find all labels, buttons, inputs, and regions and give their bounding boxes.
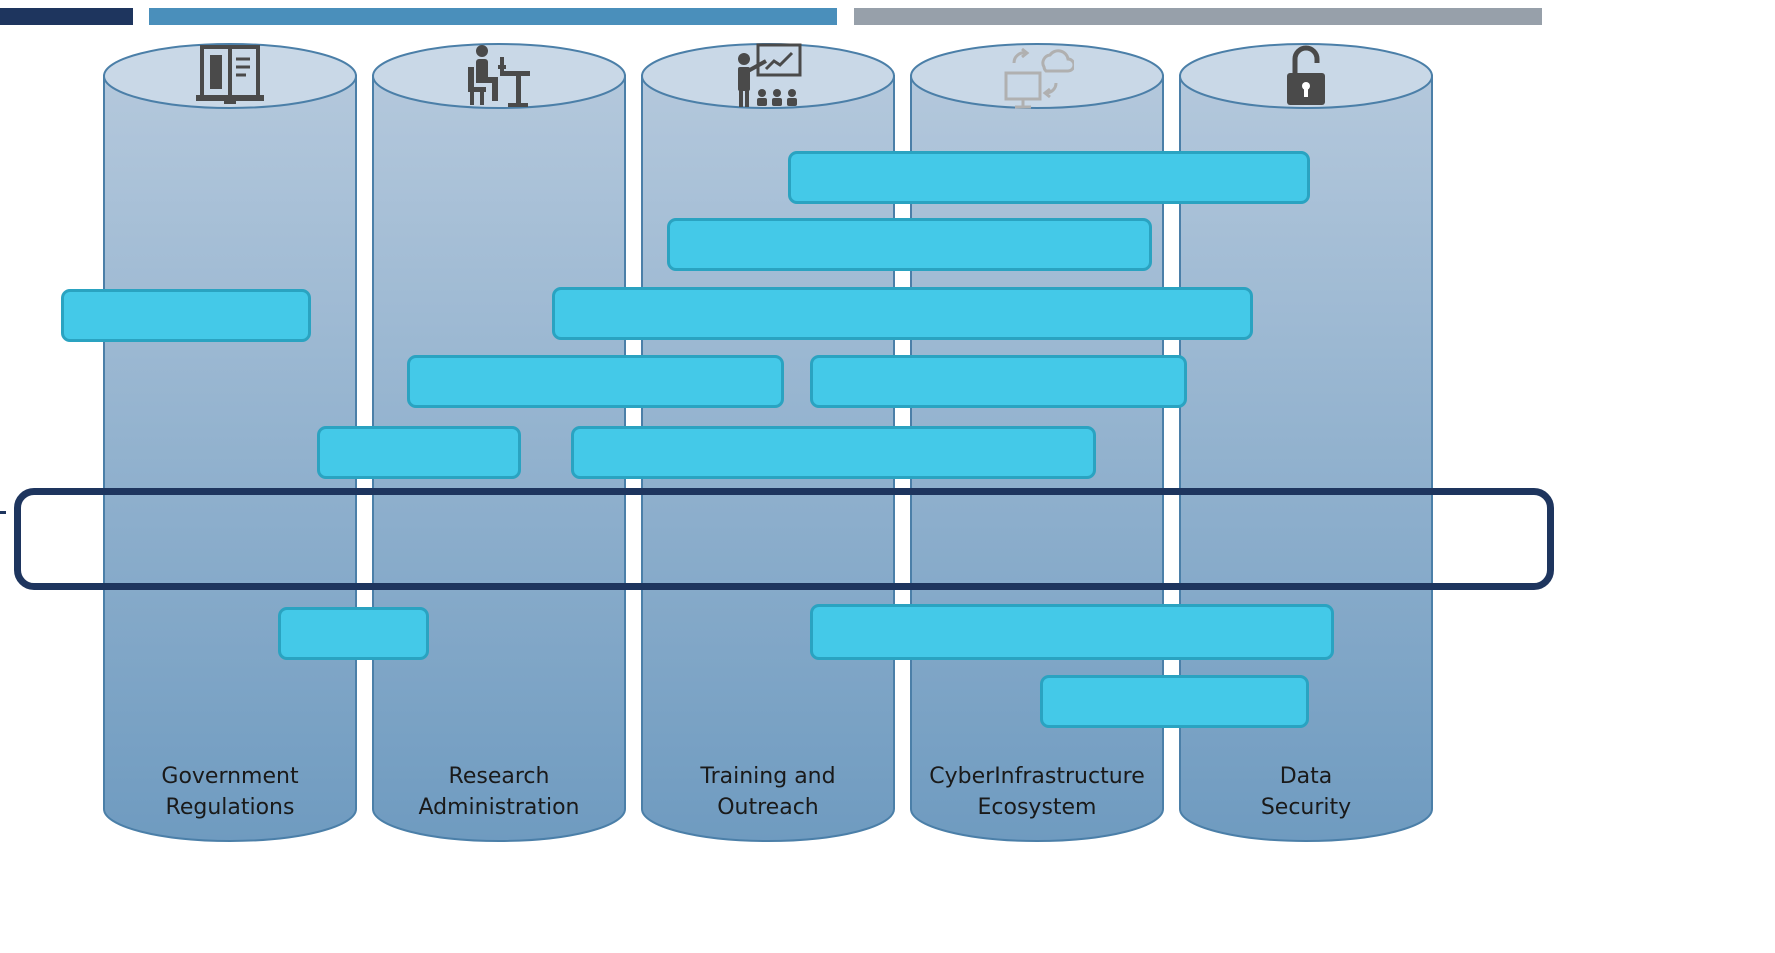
cylinder-top [910,43,1164,109]
task-bar [278,607,429,660]
task-bar [788,151,1310,204]
task-bar [1040,675,1309,728]
top-bar-blue [149,8,837,25]
desk-worker-icon [464,43,534,114]
pillar-label: Research Administration [418,764,580,820]
padlock-icon [1281,43,1331,114]
presenter-icon [732,43,804,114]
task-bar [552,287,1253,340]
task-bar [571,426,1096,479]
task-bar [810,604,1334,660]
highlight-frame [14,488,1554,590]
task-bar [810,355,1187,408]
top-bar-dark [0,8,133,25]
cylinder-top [372,43,626,109]
edge-marker [0,511,6,514]
task-bar [61,289,311,342]
task-bar [407,355,784,408]
cloud-computer-icon [1000,43,1076,116]
pillar-label: Data Security [1260,764,1352,820]
book-icon [192,43,268,112]
pillar-label: Training and Outreach [700,764,836,820]
top-bar-gray [854,8,1542,25]
task-bar [317,426,521,479]
pillar-label: Government Regulations [161,764,299,820]
task-bar [667,218,1152,271]
pillar-label: CyberInfrastructure Ecosystem [929,764,1145,820]
